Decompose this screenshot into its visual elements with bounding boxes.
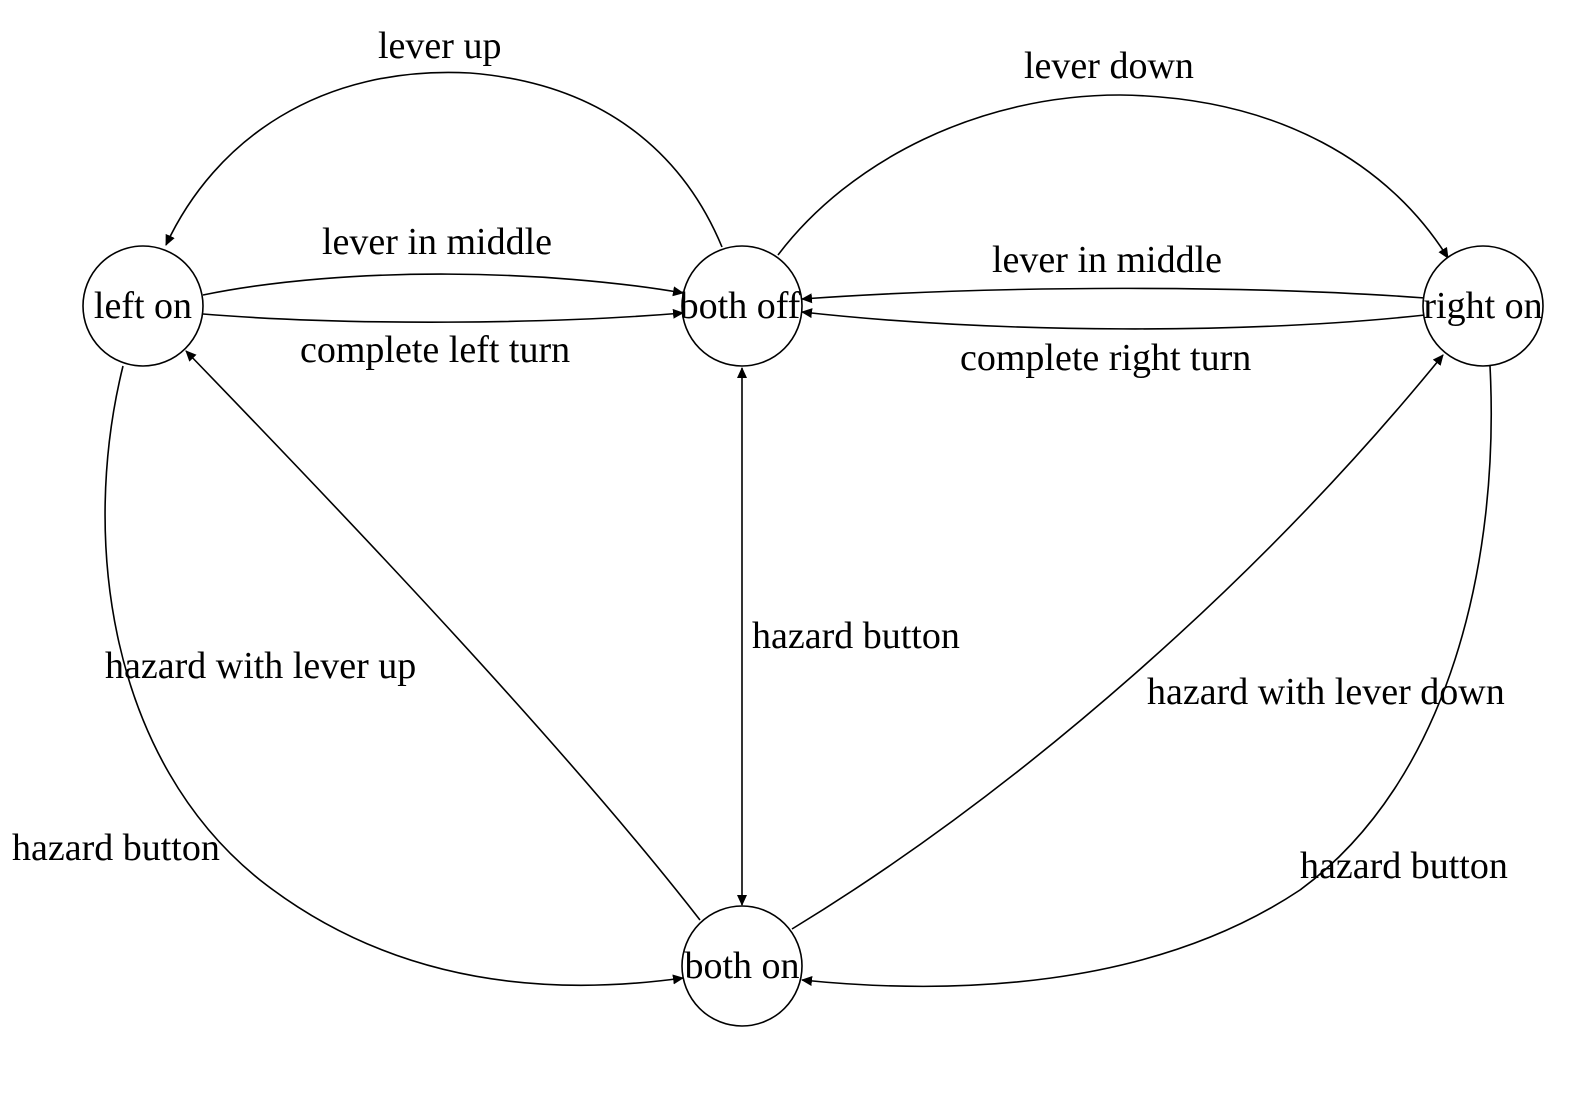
label-complete-left-turn: complete left turn [300,329,570,371]
label-hazard-with-lever-down: hazard with lever down [1147,671,1505,713]
label-left-hazard-button: hazard button [12,827,220,869]
edge-off-to-right [777,94,1449,259]
label-hazard-with-lever-up: hazard with lever up [105,645,416,687]
edge-both-on-to-left [185,350,701,921]
label-right-hazard-button: hazard button [1300,845,1508,887]
edge-left-to-off-complete [202,308,684,323]
label-lever-up: lever up [378,25,501,67]
edge-left-to-both-on [104,365,684,987]
label-right-lever-in-middle: lever in middle [992,239,1222,281]
edge-off-to-left [165,71,723,248]
node-left-on-label: left on [94,285,192,327]
node-right-on-label: right on [1423,285,1542,327]
label-lever-down: lever down [1024,45,1194,87]
label-left-lever-in-middle: lever in middle [322,221,552,263]
label-center-hazard-button: hazard button [752,615,960,657]
label-complete-right-turn: complete right turn [960,337,1251,379]
node-left-on: left on [82,245,204,367]
edge-right-to-off-complete [801,308,1426,330]
edge-both-on-to-right [791,354,1444,930]
edge-right-to-both-on [801,365,1493,988]
node-both-off: both off [680,245,803,367]
node-right-on: right on [1422,245,1544,367]
node-both-off-label: both off [680,285,801,327]
node-both-on: both on [681,905,803,1027]
node-both-on-label: both on [684,945,799,987]
edge-left-to-off-middle [202,273,684,297]
edge-right-to-off-middle [801,287,1426,304]
